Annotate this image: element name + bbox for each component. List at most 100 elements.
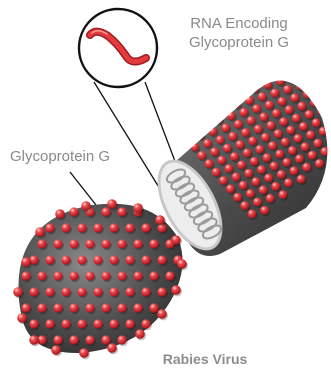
glycoprotein-spike: [225, 91, 234, 100]
spike-shadow: [190, 124, 199, 133]
glycoprotein-spike: [77, 255, 86, 264]
glycoprotein-spike: [37, 271, 46, 280]
glycoprotein-spike: [205, 159, 214, 168]
glycoprotein-spike: [260, 206, 269, 215]
glycoprotein-spike: [21, 303, 30, 312]
glycoprotein-spike: [200, 98, 209, 107]
spike-shadow: [199, 80, 208, 89]
glycoprotein-spike: [187, 102, 196, 111]
glycoprotein-spike: [239, 181, 248, 190]
glycoprotein-spike: [37, 239, 46, 248]
glycoprotein-spike: [306, 130, 315, 139]
glycoprotein-spike: [285, 105, 294, 114]
glycoprotein-spike: [21, 271, 30, 280]
spike-shadow: [243, 57, 252, 66]
spike-shadow: [181, 95, 190, 104]
glycoprotein-spike: [149, 239, 158, 248]
glycoprotein-spike: [207, 107, 216, 116]
spike-shadow: [232, 81, 241, 90]
spike-shadow: [276, 58, 285, 67]
glycoprotein-spike: [169, 118, 178, 127]
glycoprotein-spike: [315, 159, 324, 168]
glycoprotein-spike: [217, 156, 226, 165]
spike-shadow: [290, 75, 299, 84]
glycoprotein-spike: [196, 131, 205, 140]
glycoprotein-spike: [35, 227, 45, 237]
glycoprotein-spike: [252, 104, 261, 113]
glycoprotein-spike: [264, 174, 273, 183]
glycoprotein-spike: [230, 152, 239, 161]
glycoprotein-spike: [284, 178, 293, 187]
glycoprotein-spike: [244, 169, 253, 178]
glycoprotein-spike: [243, 75, 252, 84]
glycoprotein-spike: [69, 239, 78, 248]
glycoprotein-spike: [135, 329, 145, 339]
glycoprotein-spike: [296, 81, 305, 90]
glycoprotein-spike: [313, 139, 322, 148]
spike-shadow: [208, 108, 217, 117]
glycoprotein-spike: [183, 134, 192, 143]
spike-shadow: [201, 100, 210, 109]
glycoprotein-spike: [243, 148, 252, 157]
glycoprotein-spike: [237, 160, 246, 169]
glycoprotein-spike: [171, 285, 181, 295]
glycoprotein-spike: [263, 153, 272, 162]
spike-shadow: [234, 101, 243, 110]
glycoprotein-spike: [290, 166, 299, 175]
spike-shadow: [170, 119, 179, 128]
glycoprotein-spike: [297, 175, 306, 184]
glycoprotein-spike: [232, 172, 241, 181]
glycoprotein-spike: [29, 335, 39, 345]
spike-shadow: [215, 117, 224, 126]
glycoprotein-spike: [93, 255, 102, 264]
glycoprotein-spike: [249, 64, 258, 73]
glycoprotein-spike: [117, 271, 126, 280]
spike-shadow: [176, 107, 185, 116]
glycoprotein-spike: [257, 165, 266, 174]
glycoprotein-spike: [69, 335, 78, 344]
glycoprotein-spike: [251, 84, 260, 93]
virus-cap-icon: [13, 199, 188, 359]
glycoprotein-spike: [133, 303, 142, 312]
rna-encoding-label: RNA Encoding Glycoprotein G: [164, 14, 314, 52]
glycoprotein-spike: [157, 255, 166, 264]
glycoprotein-spike: [226, 184, 235, 193]
glycoprotein-spike: [61, 255, 70, 264]
glycoprotein-spike: [17, 313, 27, 323]
spike-shadow: [214, 96, 223, 105]
glycoprotein-spike: [268, 141, 277, 150]
glycoprotein-spike: [216, 135, 225, 144]
glycoprotein-spike: [248, 137, 257, 146]
glycoprotein-spike: [53, 335, 62, 344]
glycoprotein-spike: [117, 239, 126, 248]
glycoprotein-spike: [258, 92, 267, 101]
glycoprotein-spike: [297, 102, 306, 111]
glycoprotein-spike: [45, 319, 54, 328]
glycoprotein-spike: [262, 60, 271, 69]
glycoprotein-spike: [250, 157, 259, 166]
glycoprotein-spike: [266, 121, 275, 130]
glycoprotein-spike: [214, 115, 223, 124]
glycoprotein-spike: [101, 303, 110, 312]
glycoprotein-spike: [220, 103, 229, 112]
glycoprotein-spike: [69, 207, 78, 216]
glycoprotein-spike: [189, 122, 198, 131]
glycoprotein-spike: [251, 177, 260, 186]
glycoprotein-spike: [29, 319, 38, 328]
rna-label-line1: RNA Encoding: [164, 14, 314, 33]
glycoprotein-spike: [53, 271, 62, 280]
glycoprotein-spike: [259, 113, 268, 122]
spike-shadow: [203, 120, 212, 129]
glycoprotein-spike: [51, 345, 61, 355]
glycoprotein-spike: [165, 271, 174, 280]
glycoprotein-spike: [265, 101, 274, 110]
glycoprotein-spike: [77, 287, 86, 296]
glycoprotein-spike: [281, 138, 290, 147]
glycoprotein-spike: [77, 223, 86, 232]
spike-shadow: [270, 70, 279, 79]
spike-shadow: [327, 137, 331, 146]
glycoprotein-spike: [198, 78, 207, 87]
spike-shadow: [256, 53, 265, 62]
glycoprotein-spike: [101, 207, 110, 216]
glycoprotein-spike: [216, 62, 225, 71]
